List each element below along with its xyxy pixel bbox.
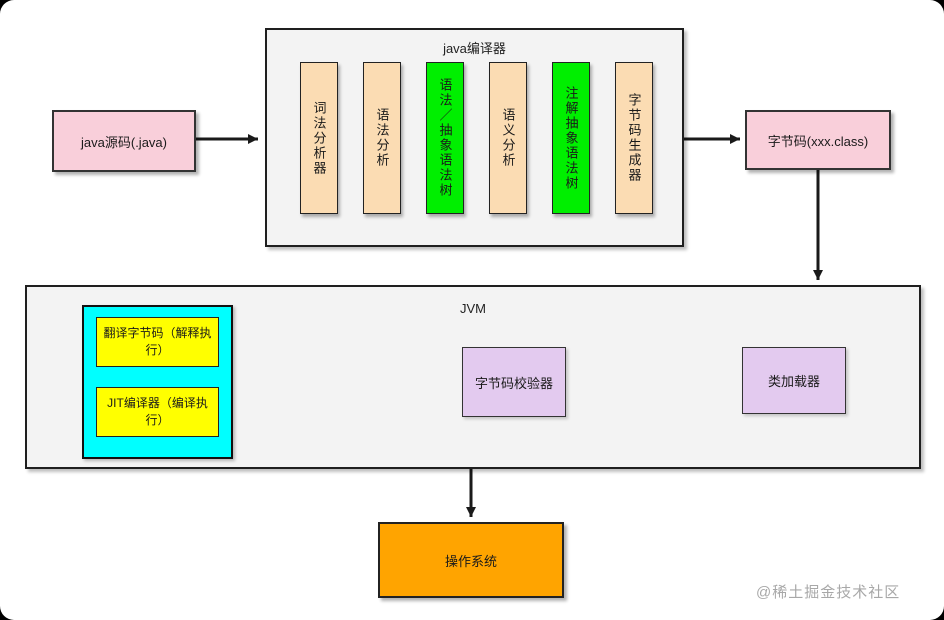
stage-syntax-analysis: 语法分析 (363, 62, 401, 214)
class-loader-box: 类加载器 (742, 347, 846, 414)
operating-system-box: 操作系统 (378, 522, 564, 598)
runtime-execution-container: 翻译字节码（解释执行） JIT编译器（编译执行） (82, 305, 233, 459)
jit-compiler-box: JIT编译器（编译执行） (96, 387, 219, 437)
interpreter-box: 翻译字节码（解释执行） (96, 317, 219, 367)
bytecode-verifier-box: 字节码校验器 (462, 347, 566, 417)
stage-annotated-ast: 注解抽象语法树 (552, 62, 590, 214)
jvm-title: JVM (460, 301, 486, 316)
compiler-title: java编译器 (443, 41, 506, 56)
watermark: @稀土掘金技术社区 (756, 584, 901, 601)
stage-lexical-analyzer: 词法分析器 (300, 62, 338, 214)
stage-bytecode-generator: 字节码生成器 (615, 62, 653, 214)
stage-abstract-syntax-tree: 语法／抽象语法树 (426, 62, 464, 214)
bytecode-box: 字节码(xxx.class) (745, 110, 891, 170)
jvm-container: JVM 翻译字节码（解释执行） JIT编译器（编译执行） 字节码校验器 类加载器 (25, 285, 921, 469)
stage-semantic-analysis: 语义分析 (489, 62, 527, 214)
java-compiler-container: java编译器 词法分析器 语法分析 语法／抽象语法树 语义分析 注解抽象语法树… (265, 28, 684, 247)
source-code-box: java源码(.java) (52, 110, 196, 172)
